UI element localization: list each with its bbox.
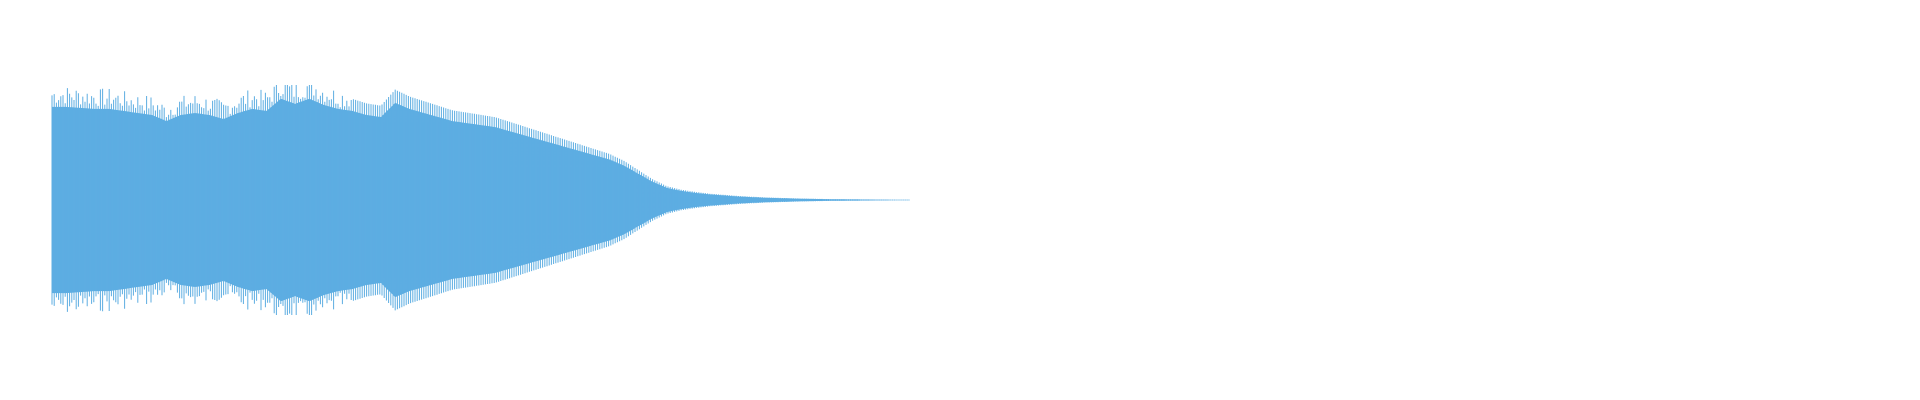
waveform-peaks	[51, 85, 909, 315]
waveform-trace	[51, 85, 910, 315]
